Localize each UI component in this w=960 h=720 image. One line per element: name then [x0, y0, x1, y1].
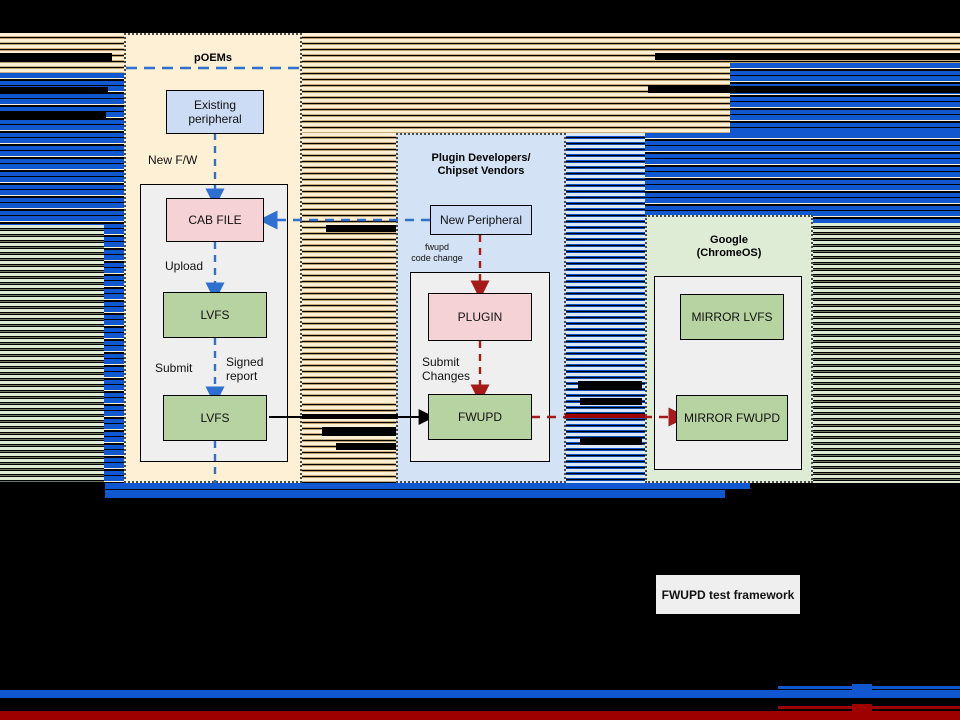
glitch-black-overlay-arrow [302, 414, 398, 419]
node-mirror-fwupd[interactable]: MIRROR FWUPD [676, 395, 788, 441]
glitch-black-slab-11 [580, 437, 642, 445]
glitch-band-cream-top-left [0, 33, 125, 73]
glitch-band-green-left [0, 225, 125, 483]
glitch-band-blue-mid [565, 133, 645, 483]
glitch-black-slab-2 [648, 86, 960, 93]
glitch-band-royal-left-edge [104, 73, 125, 483]
glitch-black-slab-4 [0, 87, 108, 94]
glitch-blue-block-bottom [852, 684, 872, 698]
glitch-band-royal-left [0, 73, 125, 225]
lane-google-title: Google (ChromeOS) [696, 234, 762, 259]
glitch-blue-bar-bottom-thin [778, 686, 960, 689]
node-fwupd-label: FWUPD [458, 410, 502, 424]
edge-label-new-fw: New F/W [148, 153, 198, 167]
glitch-band-green-right [813, 223, 960, 483]
glitch-blue-bar-lower-1 [105, 483, 750, 489]
glitch-red-block-bottom [852, 704, 872, 720]
node-cab-file[interactable]: CAB FILE [166, 198, 264, 242]
node-plugin-label: PLUGIN [457, 310, 503, 324]
glitch-blue-bar-bottom-main [0, 690, 960, 698]
glitch-black-slab-9 [578, 381, 642, 389]
node-plugin[interactable]: PLUGIN [428, 293, 532, 341]
glitch-band-cream-mid [302, 133, 398, 483]
glitch-red-bar-bottom-thin [778, 706, 960, 709]
node-existing-peripheral-label: Existing peripheral [188, 98, 242, 126]
node-fwupd[interactable]: FWUPD [428, 394, 532, 440]
edge-label-fwupd-code-change: fwupd code change [411, 242, 463, 263]
glitch-black-slab-8 [336, 443, 396, 450]
node-fwupd-test-framework[interactable]: FWUPD test framework [656, 575, 800, 614]
node-lvfs-upload-label: LVFS [200, 308, 230, 322]
node-fwupd-test-framework-label: FWUPD test framework [661, 587, 795, 602]
node-lvfs-submit[interactable]: LVFS [163, 395, 267, 441]
edge-label-submit-changes: Submit Changes [422, 355, 471, 383]
edge-label-submit: Submit [155, 361, 193, 375]
node-new-peripheral-label: New Peripheral [439, 213, 523, 227]
lane-poems-title: pOEMs [194, 52, 232, 64]
glitch-black-slab-6 [326, 225, 396, 232]
glitch-blue-bar-lower-2 [105, 490, 725, 498]
glitch-black-slab-1 [655, 53, 960, 60]
node-lvfs-upload[interactable]: LVFS [163, 292, 267, 338]
glitch-red-overlay-arrow [565, 414, 645, 418]
glitch-band-royal-top-right [730, 63, 960, 133]
node-mirror-fwupd-label: MIRROR FWUPD [684, 411, 780, 425]
glitch-band-royal-mid-right [645, 133, 960, 223]
glitch-band-cream-lower-mid [302, 400, 398, 483]
node-new-peripheral[interactable]: New Peripheral [430, 205, 532, 235]
node-lvfs-submit-label: LVFS [200, 411, 230, 425]
edge-label-signed-report: Signed report [226, 355, 264, 383]
glitch-black-slab-3 [0, 53, 112, 62]
glitch-black-slab-7 [322, 427, 396, 436]
node-mirror-lvfs[interactable]: MIRROR LVFS [680, 294, 784, 340]
edge-label-upload: Upload [165, 259, 204, 273]
glitch-black-slab-5 [0, 112, 106, 118]
node-mirror-lvfs-label: MIRROR LVFS [691, 310, 773, 324]
node-cab-file-label: CAB FILE [188, 213, 242, 227]
glitch-red-bar-bottom-main [0, 711, 960, 720]
glitch-band-cream-top-right [302, 33, 960, 133]
glitch-black-slab-10 [580, 398, 642, 405]
lane-plugin-title: Plugin Developers/ Chipset Vendors [431, 152, 531, 177]
node-existing-peripheral[interactable]: Existing peripheral [166, 90, 264, 134]
